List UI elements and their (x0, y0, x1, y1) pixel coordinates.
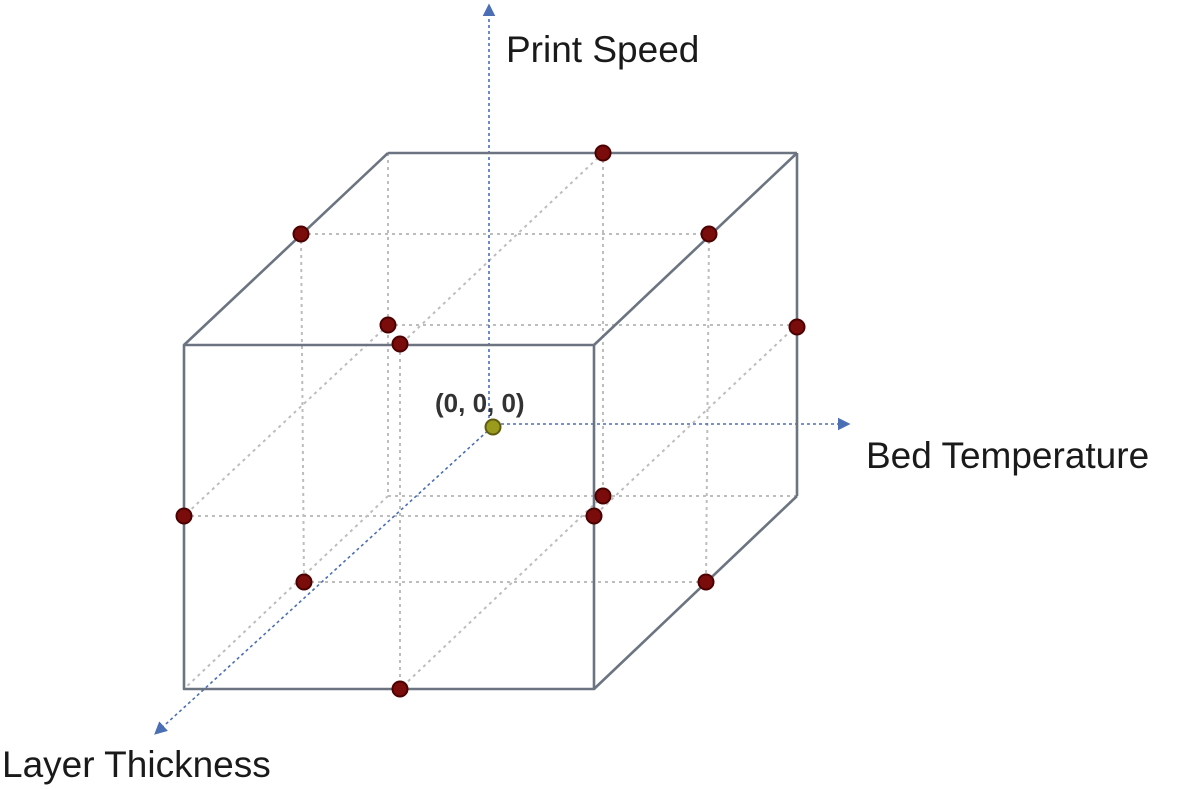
cube-grid-lines (183, 152, 798, 690)
bed-temperature-label: Bed Temperature (866, 435, 1149, 476)
design-point (175, 507, 193, 525)
design-point (700, 225, 718, 243)
design-point (295, 573, 313, 591)
design-point (697, 573, 715, 591)
cube-edges (182, 151, 799, 691)
axis-lines (154, 3, 851, 735)
design-point (391, 680, 409, 698)
design-point (585, 507, 603, 525)
design-point (594, 144, 612, 162)
layer-thickness-axis (154, 426, 493, 735)
design-point (292, 225, 310, 243)
print-speed-label: Print Speed (506, 29, 699, 70)
design-point (788, 318, 806, 336)
design-point (391, 335, 409, 353)
design-point (379, 316, 397, 334)
origin-label: (0, 0, 0) (435, 388, 525, 418)
design-points (175, 144, 806, 698)
design-point (594, 487, 612, 505)
center-point (484, 418, 502, 436)
layer-thickness-label: Layer Thickness (2, 744, 271, 785)
